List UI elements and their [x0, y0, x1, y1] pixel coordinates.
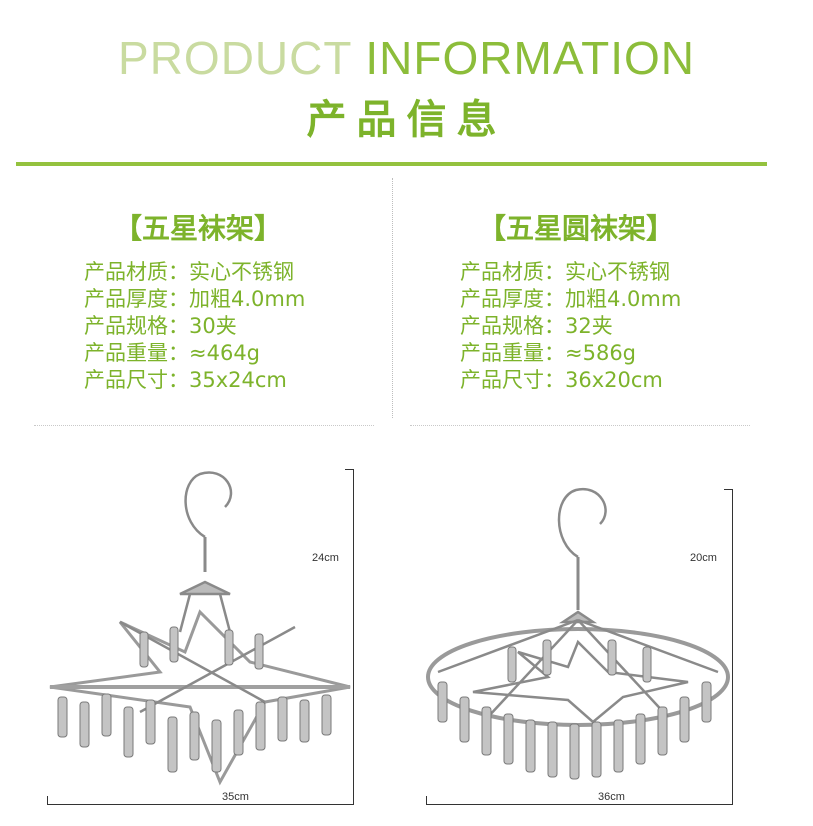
spec-separator: ： — [544, 341, 565, 365]
spec-row: 产品厚度：加粗4.0mm — [84, 286, 305, 313]
spec-list: 产品材质：实心不锈钢 产品厚度：加粗4.0mm 产品规格：30夹 产品重量：≈4… — [84, 259, 305, 394]
spec-value: 加粗4.0mm — [189, 287, 306, 311]
right-dotted-rule — [410, 425, 750, 426]
spec-value: 实心不锈钢 — [565, 260, 670, 284]
spec-separator: ： — [544, 314, 565, 338]
spec-label: 产品厚度 — [460, 287, 544, 311]
spec-label: 产品尺寸 — [84, 368, 168, 392]
height-line — [732, 489, 733, 804]
spec-separator: ： — [168, 287, 189, 311]
star-rack-photo — [49, 471, 351, 786]
spec-separator: ： — [544, 368, 565, 392]
spec-row: 产品材质：实心不锈钢 — [460, 259, 681, 286]
width-tick-left — [426, 796, 427, 805]
spec-value: 30夹 — [189, 314, 237, 338]
spec-row: 产品规格：32夹 — [460, 313, 681, 340]
spec-separator: ： — [168, 368, 189, 392]
height-tick-top — [345, 469, 354, 470]
column-divider — [392, 178, 393, 418]
height-tick-top — [724, 489, 733, 490]
width-line — [426, 804, 732, 805]
spec-row: 产品尺寸：35x24cm — [84, 367, 305, 394]
spec-row: 产品重量：≈464g — [84, 340, 305, 367]
width-line — [47, 804, 353, 805]
spec-label: 产品材质 — [84, 260, 168, 284]
title-product: PRODUCT — [118, 32, 352, 84]
english-title: PRODUCT INFORMATION — [0, 28, 813, 88]
spec-separator: ： — [544, 287, 565, 311]
spec-separator: ： — [168, 260, 189, 284]
width-tick-left — [47, 796, 48, 805]
spec-label: 产品规格 — [84, 314, 168, 338]
width-label: 36cm — [596, 791, 627, 803]
spec-row: 产品材质：实心不锈钢 — [84, 259, 305, 286]
spec-separator: ： — [544, 260, 565, 284]
spec-label: 产品规格 — [460, 314, 544, 338]
spec-label: 产品厚度 — [84, 287, 168, 311]
width-label: 35cm — [220, 791, 251, 803]
spec-label: 产品尺寸 — [460, 368, 544, 392]
spec-separator: ： — [168, 314, 189, 338]
title-information: INFORMATION — [365, 32, 695, 84]
spec-value: 36x20cm — [565, 368, 663, 392]
chinese-title: 产品信息 — [306, 97, 507, 143]
spec-row: 产品厚度：加粗4.0mm — [460, 286, 681, 313]
spec-value: 实心不锈钢 — [189, 260, 294, 284]
header-divider-bar — [16, 162, 767, 166]
height-line — [353, 469, 354, 804]
product-name: 【五星袜架】 — [114, 212, 283, 245]
spec-value: 加粗4.0mm — [565, 287, 682, 311]
spec-label: 产品重量 — [84, 341, 168, 365]
round-star-rack-photo — [426, 487, 730, 780]
spec-separator: ： — [168, 341, 189, 365]
left-dotted-rule — [34, 425, 374, 426]
spec-value: 32夹 — [565, 314, 613, 338]
spec-row: 产品重量：≈586g — [460, 340, 681, 367]
spec-list: 产品材质：实心不锈钢 产品厚度：加粗4.0mm 产品规格：32夹 产品重量：≈5… — [460, 259, 681, 394]
spec-row: 产品规格：30夹 — [84, 313, 305, 340]
product-name: 【五星圆袜架】 — [478, 212, 675, 245]
spec-value: ≈586g — [565, 341, 637, 365]
product-info-round-star: 【五星圆袜架】 产品材质：实心不锈钢 产品厚度：加粗4.0mm 产品规格：32夹… — [460, 205, 681, 394]
spec-label: 产品材质 — [460, 260, 544, 284]
spec-label: 产品重量 — [460, 341, 544, 365]
height-label: 24cm — [312, 552, 339, 564]
spec-value: ≈464g — [189, 341, 261, 365]
spec-value: 35x24cm — [189, 368, 287, 392]
height-label: 20cm — [690, 552, 717, 564]
spec-row: 产品尺寸：36x20cm — [460, 367, 681, 394]
product-info-star: 【五星袜架】 产品材质：实心不锈钢 产品厚度：加粗4.0mm 产品规格：30夹 … — [84, 205, 305, 394]
